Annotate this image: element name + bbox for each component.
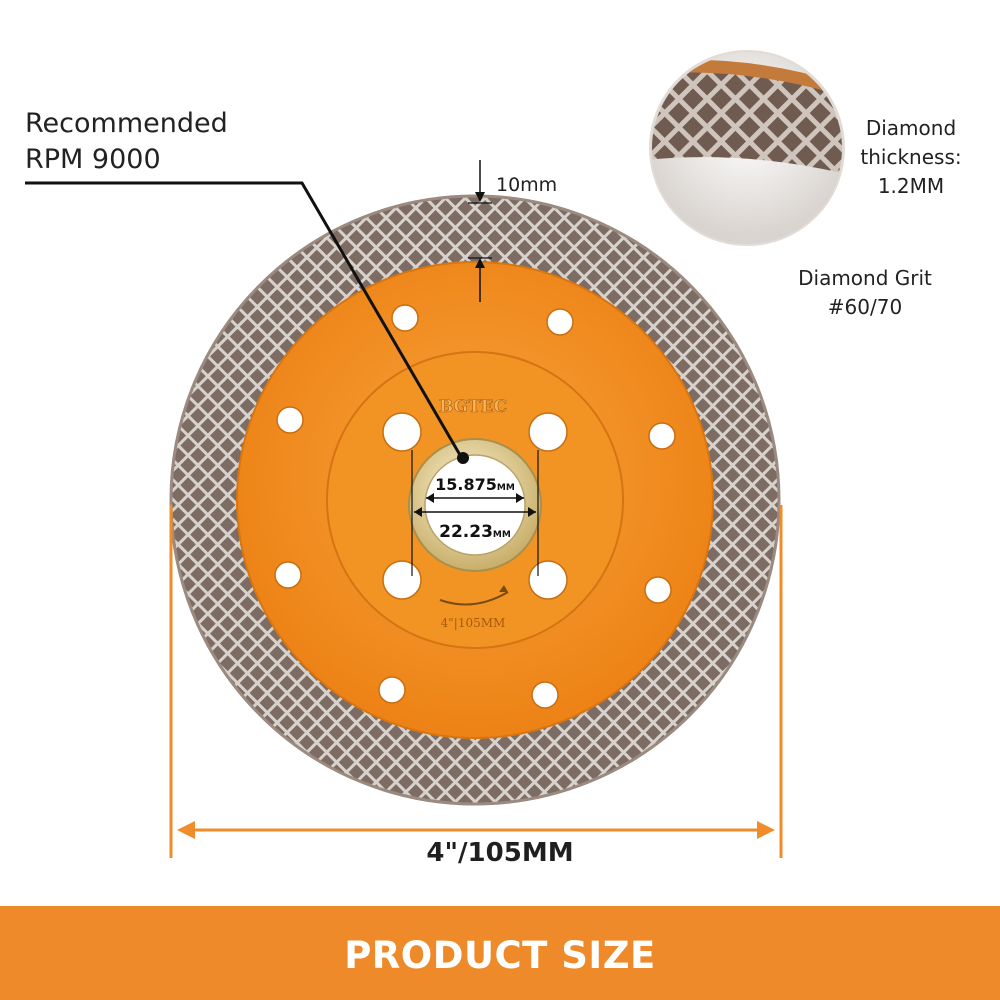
- segment-height-label: 10mm: [496, 174, 558, 196]
- size-marking: 4"|105MM: [441, 616, 506, 630]
- diamond-thickness-line3: 1.2MM: [877, 174, 945, 198]
- saw-blade: BGTEC 4"|105MM 15.875MM 22.23MM: [169, 194, 781, 806]
- diamond-grit-line1: Diamond Grit: [798, 266, 932, 290]
- segment-height-dimension: [468, 160, 492, 302]
- diamond-segment-zoom: [649, 50, 845, 246]
- title-banner: PRODUCT SIZE: [0, 906, 1000, 1000]
- diamond-grit-note: Diamond Grit #60/70: [760, 264, 970, 322]
- diamond-thickness-note: Diamond thickness: 1.2MM: [842, 114, 980, 201]
- cooling-holes: [274, 304, 676, 709]
- rpm-leader: [25, 181, 469, 464]
- outer-bore-unit: MM: [493, 530, 511, 540]
- diamond-thickness-line1: Diamond: [865, 116, 957, 140]
- diamond-thickness-line2: thickness:: [860, 145, 962, 169]
- rpm-label-line1: Recommended: [25, 108, 228, 139]
- brand-mark: BGTEC: [439, 397, 507, 417]
- banner-title: PRODUCT SIZE: [344, 934, 656, 977]
- hub-holes: [382, 412, 568, 600]
- rotation-arrow-icon: [439, 591, 509, 606]
- svg-text:22.23MM: 22.23MM: [439, 522, 511, 542]
- outer-bore-value: 22.23: [439, 522, 493, 542]
- diamond-grit-line2: #60/70: [827, 295, 903, 319]
- rpm-label-line2: RPM 9000: [25, 144, 161, 175]
- inner-bore-unit: MM: [497, 483, 515, 493]
- arbor-bore: [424, 454, 526, 556]
- width-dimension: [169, 505, 783, 858]
- svg-text:15.875MM: 15.875MM: [435, 475, 515, 494]
- inner-bore-value: 15.875: [435, 475, 497, 494]
- width-label: 4"/105MM: [426, 838, 574, 868]
